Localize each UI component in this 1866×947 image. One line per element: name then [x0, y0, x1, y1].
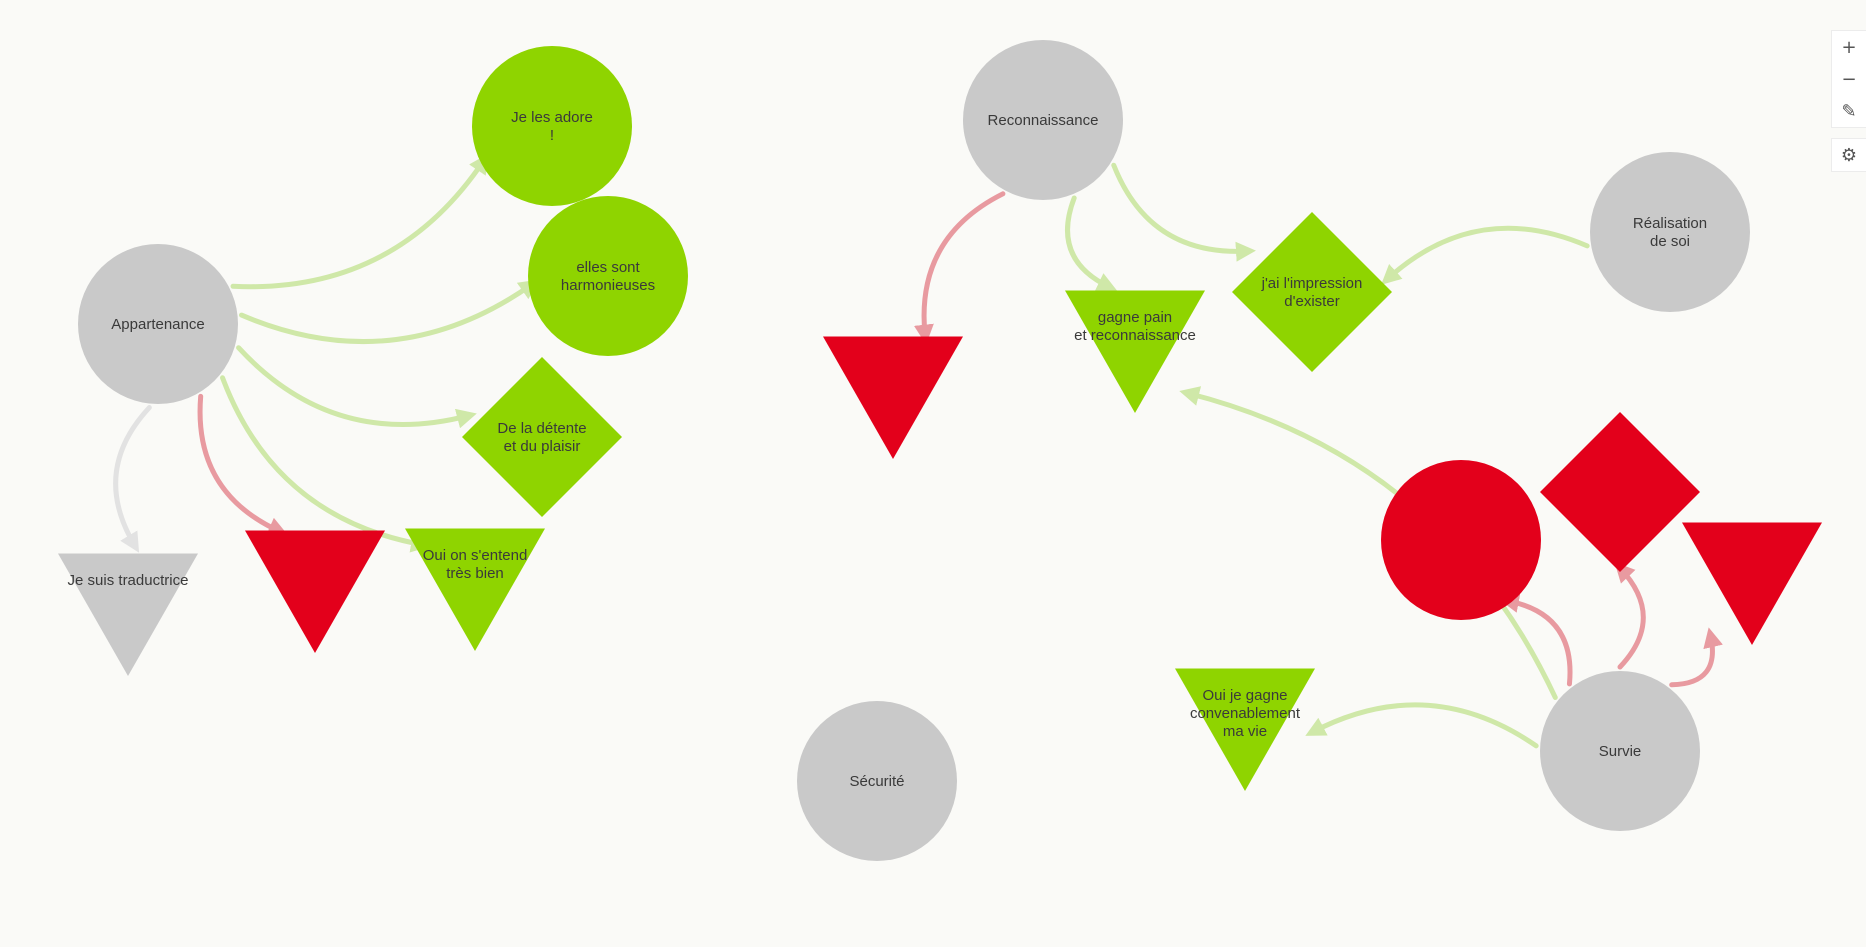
triangle-shape	[1065, 290, 1205, 413]
node-je-suis-traductrice[interactable]: Je suis traductrice	[58, 553, 198, 677]
triangle-shape	[245, 530, 385, 653]
node-red-diamond[interactable]	[1540, 412, 1700, 572]
circle-shape	[963, 40, 1123, 200]
node-appartenance[interactable]: Appartenance	[78, 244, 238, 404]
node-label: d'exister	[1284, 293, 1339, 310]
node-label: Je les adore	[511, 109, 593, 126]
node-label: ma vie	[1223, 723, 1267, 740]
map-toolbar: + − ✎ ⚙	[1831, 30, 1866, 182]
node-securite[interactable]: Sécurité	[797, 701, 957, 861]
edit-button[interactable]: ✎	[1832, 95, 1866, 127]
edge-appartenance-to-oui_entend[interactable]	[220, 375, 432, 553]
node-label: Survie	[1599, 743, 1642, 760]
node-label: Je suis traductrice	[68, 572, 189, 589]
node-label: très bien	[446, 565, 504, 582]
circle-shape	[1381, 460, 1541, 620]
settings-controls: ⚙	[1831, 138, 1866, 172]
edge-reconnaissance-to-impression[interactable]	[1111, 162, 1256, 262]
circle-shape	[472, 46, 632, 206]
diamond-shape	[1540, 412, 1700, 572]
triangle-shape	[1682, 522, 1822, 645]
node-label: Appartenance	[111, 316, 204, 333]
edge-reconnaissance-to-red_tri_2[interactable]	[913, 191, 1006, 345]
triangle-shape	[1175, 668, 1315, 791]
edges-layer	[113, 153, 1723, 749]
settings-button[interactable]: ⚙	[1832, 139, 1866, 171]
node-je-les-adore[interactable]: Je les adore!	[472, 46, 632, 206]
node-label: et du plaisir	[504, 438, 581, 455]
edge-appartenance-to-detente[interactable]	[236, 345, 477, 429]
edge-appartenance-to-elles_sont[interactable]	[239, 279, 539, 345]
node-label: Sécurité	[849, 773, 904, 790]
triangle-shape	[405, 528, 545, 651]
edge-appartenance-to-je_les_adore[interactable]	[230, 153, 489, 290]
settings-icon: ⚙	[1840, 144, 1858, 166]
node-label: elles sont	[576, 259, 640, 276]
plus-icon: +	[1841, 36, 1857, 58]
node-red-tri-2[interactable]	[823, 336, 963, 460]
node-red-tri-3[interactable]	[1682, 522, 1822, 646]
circle-shape	[797, 701, 957, 861]
circle-shape	[78, 244, 238, 404]
edge-appartenance-to-je_suis_traductrice[interactable]	[113, 405, 152, 553]
edge-reconnaissance-to-gagne_pain[interactable]	[1065, 195, 1118, 292]
diamond-shape	[462, 357, 622, 517]
circle-shape	[1540, 671, 1700, 831]
circle-shape	[528, 196, 688, 356]
node-label: convenablement	[1190, 705, 1301, 722]
edge-survie-to-oui_gagne[interactable]	[1305, 702, 1539, 749]
node-label: !	[550, 127, 554, 144]
node-survie[interactable]: Survie	[1540, 671, 1700, 831]
edge-appartenance-to-red_tri_1[interactable]	[197, 393, 288, 537]
node-red-circle[interactable]	[1381, 460, 1541, 620]
node-label: Réalisation	[1633, 215, 1707, 232]
node-label: De la détente	[497, 420, 586, 437]
node-reconnaissance[interactable]: Reconnaissance	[963, 40, 1123, 200]
node-label: gagne pain	[1098, 309, 1172, 326]
edge-survie-to-red_tri_3[interactable]	[1669, 627, 1723, 688]
node-label: de soi	[1650, 233, 1690, 250]
triangle-shape	[823, 336, 963, 459]
node-label: Oui je gagne	[1202, 687, 1287, 704]
node-label: harmonieuses	[561, 277, 655, 294]
diamond-shape	[1232, 212, 1392, 372]
zoom-controls: + − ✎	[1831, 30, 1866, 128]
edge-realisation-to-impression[interactable]	[1381, 225, 1590, 285]
pencil-icon: ✎	[1841, 100, 1857, 122]
zoom-in-button[interactable]: +	[1832, 31, 1866, 63]
node-label: Reconnaissance	[988, 112, 1099, 129]
edge-survie-to-red_diamond[interactable]	[1614, 562, 1646, 670]
minus-icon: −	[1841, 68, 1857, 90]
node-red-tri-1[interactable]	[245, 530, 385, 654]
node-label: Oui on s'entend	[423, 547, 528, 564]
zoom-out-button[interactable]: −	[1832, 63, 1866, 95]
node-label: j'ai l'impression	[1261, 275, 1363, 292]
triangle-shape	[58, 553, 198, 676]
node-label: et reconnaissance	[1074, 327, 1196, 344]
circle-shape	[1590, 152, 1750, 312]
edge-survie-to-red_circle[interactable]	[1498, 593, 1573, 687]
